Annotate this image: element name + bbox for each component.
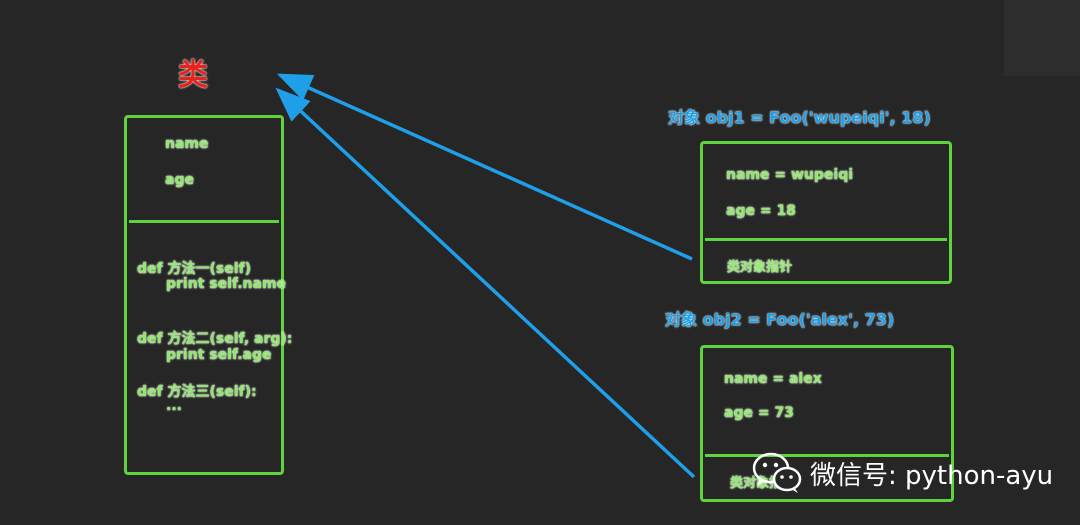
corner-patch <box>1004 0 1080 76</box>
method-2-signature: def 方法二(self, arg): <box>137 331 293 347</box>
obj2-divider <box>705 454 949 457</box>
class-attribute-age: age <box>165 172 194 188</box>
obj1-field-age: age = 18 <box>726 203 796 219</box>
class-title: 类 <box>178 58 208 93</box>
obj1-pointer-arrow <box>276 73 693 261</box>
wechat-icon <box>752 452 802 493</box>
obj1-title: 对象 obj1 = Foo('wupeiqi', 18) <box>668 108 931 127</box>
class-divider <box>129 220 279 223</box>
method-2-body: print self.age <box>166 347 272 363</box>
obj1-divider <box>705 238 947 241</box>
class-box: name age def 方法一(self) print self.name d… <box>124 115 292 475</box>
method-3-signature: def 方法三(self): <box>137 384 257 400</box>
method-1-signature: def 方法一(self) <box>137 261 251 277</box>
watermark: 微信号: python-ayu <box>752 450 1053 496</box>
method-3-body: ... <box>166 398 182 414</box>
method-1-body: print self.name <box>166 276 287 292</box>
obj2-box: name = alex age = 73 类对象指针 <box>700 345 954 502</box>
obj2-field-name: name = alex <box>724 371 822 387</box>
obj1-box: name = wupeiqi age = 18 类对象指针 <box>700 141 952 284</box>
obj1-class-pointer: 类对象指针 <box>727 260 793 275</box>
obj1-field-name: name = wupeiqi <box>726 167 854 183</box>
obj2-title: 对象 obj2 = Foo('alex', 73) <box>665 310 895 329</box>
obj2-pointer-arrow <box>275 87 696 479</box>
class-attribute-name: name <box>165 136 209 152</box>
watermark-text: 微信号: python-ayu <box>810 460 1054 491</box>
obj2-field-age: age = 73 <box>724 405 794 421</box>
